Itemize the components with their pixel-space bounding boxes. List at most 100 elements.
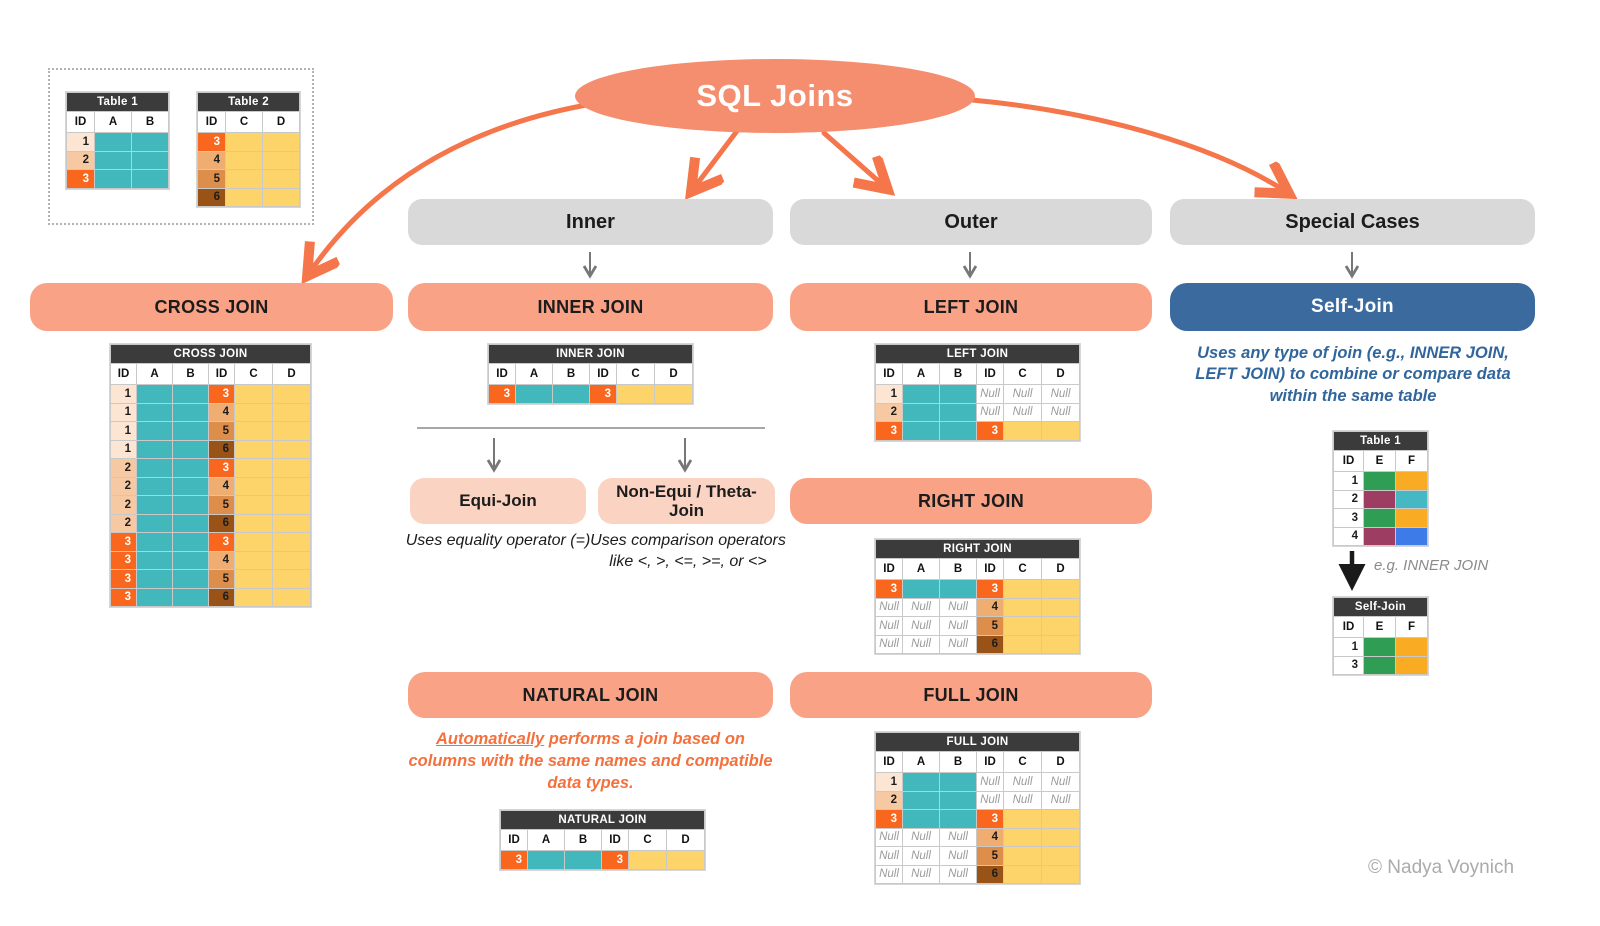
- non-equi-join-box: Non-Equi / Theta-Join: [598, 478, 775, 524]
- table-row: 3: [1333, 655, 1428, 675]
- table-cell: Null: [902, 864, 940, 884]
- table-column-header: A: [136, 363, 173, 385]
- table-column-header: D: [1041, 363, 1080, 385]
- table-cell: [262, 187, 300, 207]
- category-outer-label: Outer: [944, 210, 998, 233]
- table-cell: 1: [1333, 471, 1364, 491]
- table-cell: Null: [902, 616, 940, 636]
- table-cell: [172, 513, 209, 533]
- table-cell: [1395, 637, 1428, 657]
- table-cell: [939, 421, 977, 441]
- table-cell: 6: [197, 187, 226, 207]
- table-cell: [654, 384, 693, 404]
- table-cell: Null: [939, 616, 977, 636]
- right-join-label: RIGHT JOIN: [917, 490, 1024, 511]
- table-title: CROSS JOIN: [110, 344, 311, 364]
- table-cell: [136, 569, 173, 589]
- table-cell: [131, 150, 169, 170]
- table-cell: [552, 384, 590, 404]
- table-column-header: C: [628, 829, 667, 851]
- table-cell: [1003, 579, 1042, 599]
- table-cell: [234, 532, 273, 552]
- table-column-header: ID: [500, 829, 528, 851]
- table-cell: 6: [208, 513, 235, 533]
- table-cell: [262, 132, 300, 152]
- self-join-label: Self-Join: [1311, 296, 1394, 317]
- table-cell: [1363, 655, 1396, 675]
- table-cell: 2: [110, 458, 137, 478]
- table-cell: [225, 132, 263, 152]
- table-title: Self-Join: [1333, 597, 1428, 617]
- table-column-header: D: [262, 111, 300, 133]
- table-cell: [1395, 471, 1428, 491]
- table-cell: 1: [875, 384, 903, 404]
- table-cell: [172, 550, 209, 570]
- table-cell: [234, 476, 273, 496]
- table-cell: [939, 790, 977, 810]
- table-cell: 2: [110, 476, 137, 496]
- table-cell: [234, 421, 273, 441]
- table-title: NATURAL JOIN: [500, 810, 705, 830]
- table-column-header: E: [1363, 450, 1396, 472]
- table-column-header: C: [234, 363, 273, 385]
- table-cell: 3: [976, 809, 1004, 829]
- inner-join-label: INNER JOIN: [537, 296, 644, 317]
- table-row: 4: [197, 150, 300, 170]
- table-cell: 6: [208, 439, 235, 459]
- table-cell: [131, 132, 169, 152]
- table-cell: 5: [208, 569, 235, 589]
- table-cell: 2: [875, 790, 903, 810]
- table-cell: 4: [208, 476, 235, 496]
- table-column-header: A: [902, 363, 940, 385]
- table-cell: Null: [1003, 402, 1042, 422]
- table-cell: 4: [197, 150, 226, 170]
- table-cell: Null: [875, 827, 903, 847]
- table-cell: 3: [110, 550, 137, 570]
- full-join-header: FULL JOIN: [790, 672, 1152, 718]
- table-column-header: ID: [976, 751, 1004, 773]
- table-row: 1: [1333, 637, 1428, 657]
- arrow-root-to-inner: [694, 128, 740, 188]
- table-column-header: D: [1041, 751, 1080, 773]
- table-cell: 3: [1333, 655, 1364, 675]
- table-cell: [1363, 526, 1396, 546]
- table-cell: 2: [110, 513, 137, 533]
- table-column-header: D: [666, 829, 705, 851]
- table-column-header: ID: [875, 363, 903, 385]
- table-cell: Null: [902, 634, 940, 654]
- table-cell: [234, 384, 273, 404]
- self-join-description: Uses any type of join (e.g., INNER JOIN,…: [1195, 344, 1511, 405]
- table-cell: [272, 569, 311, 589]
- table-cell: 3: [110, 532, 137, 552]
- table-row: 2: [66, 150, 169, 170]
- table-title: INNER JOIN: [488, 344, 693, 364]
- table-row: 1: [1333, 471, 1428, 491]
- table-cell: [902, 384, 940, 404]
- table-cell: 4: [208, 402, 235, 422]
- right-join-header: RIGHT JOIN: [790, 478, 1152, 524]
- table-column-header: B: [939, 558, 977, 580]
- table-column-header: A: [515, 363, 553, 385]
- table-cell: 3: [110, 587, 137, 607]
- table-cell: [136, 384, 173, 404]
- table-cell: [225, 150, 263, 170]
- table-cell: [272, 458, 311, 478]
- table-cell: [1003, 616, 1042, 636]
- table-cell: [628, 850, 667, 870]
